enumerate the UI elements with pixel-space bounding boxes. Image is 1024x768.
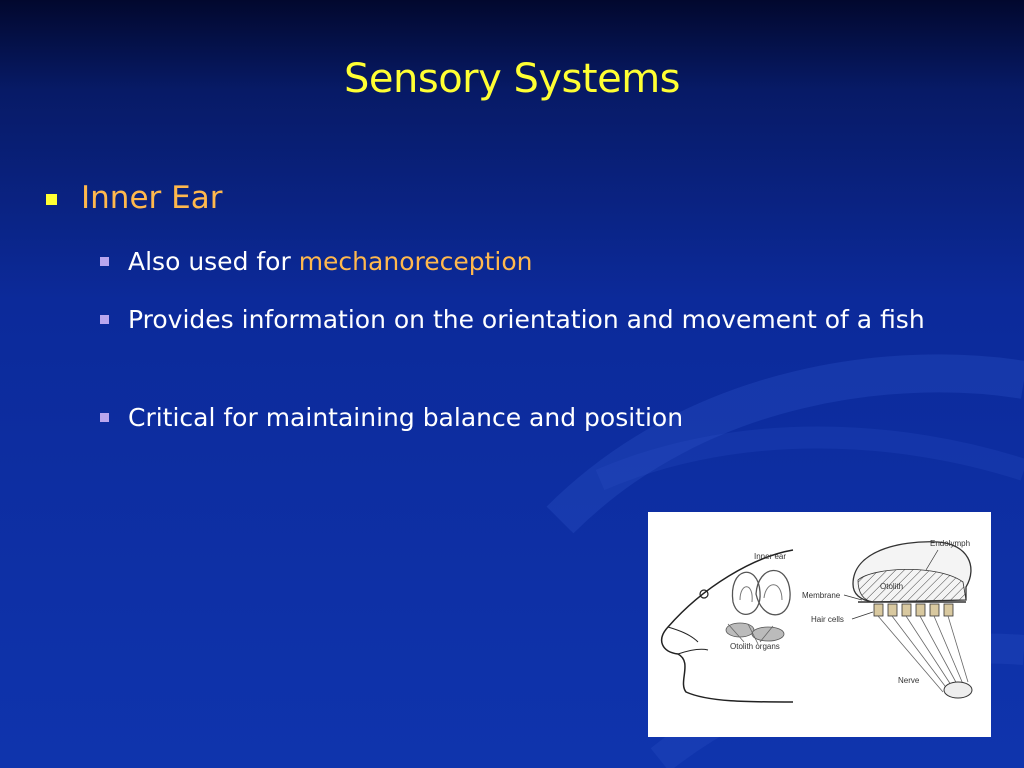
square-bullet-icon — [100, 257, 109, 266]
label-membrane: Membrane — [802, 591, 841, 600]
sub-bullet-text: Also used for — [128, 247, 299, 276]
square-bullet-icon — [46, 193, 57, 205]
label-endolymph: Endolymph — [930, 539, 970, 548]
sub-bullet-text: Provides information on the orientation … — [128, 305, 925, 334]
bullet-label: Inner Ear — [81, 180, 223, 216]
diagram-drawing: Inner ear Otolith organs — [660, 539, 973, 703]
highlight-text: mechanoreception — [298, 247, 533, 276]
square-bullet-icon — [100, 315, 109, 324]
sub-bullet-mechanoreception: Also used for mechanoreception — [100, 242, 950, 282]
label-hair-cells: Hair cells — [811, 615, 844, 624]
sub-bullet-orientation: Provides information on the orientation … — [100, 300, 950, 340]
square-bullet-icon — [100, 413, 109, 422]
label-nerve: Nerve — [898, 676, 920, 685]
inner-ear-diagram: Inner ear Otolith organs — [648, 512, 991, 737]
label-inner-ear: Inner ear — [754, 552, 786, 561]
sub-bullet-text: Critical for maintaining balance and pos… — [128, 403, 684, 432]
bullet-inner-ear: Inner Ear — [46, 180, 222, 216]
label-otolith: Otolith — [880, 582, 903, 591]
slide-title: Sensory Systems — [344, 56, 681, 102]
sub-bullet-balance: Critical for maintaining balance and pos… — [100, 398, 950, 438]
label-otolith-organs: Otolith organs — [730, 642, 780, 651]
